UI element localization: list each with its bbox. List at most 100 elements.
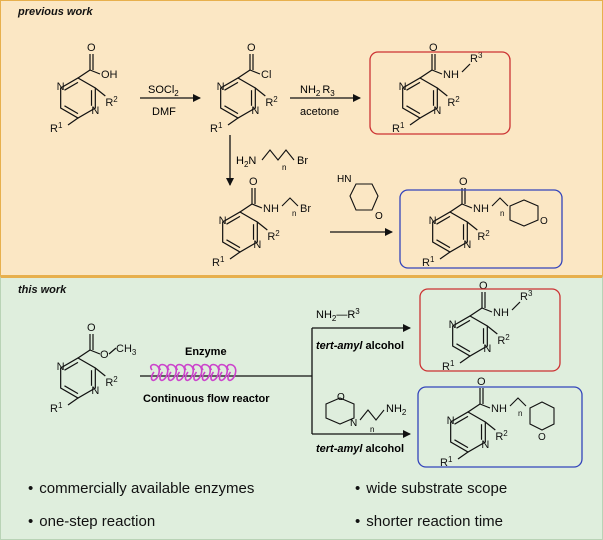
amide-cur-r2: R2 <box>497 333 510 347</box>
ester-o: O <box>100 349 109 361</box>
morph-cur-o: O <box>538 432 546 443</box>
acid-r1: R1 <box>50 121 63 135</box>
amide-prev-r2: R2 <box>447 95 460 109</box>
product-box-blue-previous <box>399 189 563 269</box>
ester-o-bond <box>89 349 101 355</box>
bromide-br: Br <box>300 203 311 215</box>
bromide-r2-bond <box>256 221 268 231</box>
chloride-double-bond <box>224 81 239 91</box>
bromide-c-bond <box>239 203 253 213</box>
morph-prev-double-bond <box>436 215 451 225</box>
morpholine-ring-amine2 <box>325 397 355 425</box>
morph-prev-o: O <box>540 216 548 227</box>
chain-index-n: n <box>282 163 286 172</box>
ester-r2-bond <box>94 367 106 377</box>
morph-prev-nh: NH <box>473 203 489 215</box>
amine2-nh2-label: NH2 <box>386 403 407 417</box>
morph-cur-r2-bond <box>484 421 496 431</box>
bromide-pyrazine-ring <box>222 211 258 253</box>
acid-oh-bond <box>89 69 101 75</box>
chloride-r2: R2 <box>265 95 278 109</box>
amide-cur-n-bond <box>481 307 493 313</box>
morph-cur-r1-bond <box>457 451 469 460</box>
morph-cur-double-bond <box>454 415 469 425</box>
bromide-n-bond <box>251 203 263 209</box>
morph-prev-chain <box>491 197 509 207</box>
ester-n-top: N <box>57 361 65 373</box>
amide-prev-n-top: N <box>399 81 407 93</box>
acid-n-bottom: N <box>91 105 99 117</box>
bromide-double-bond <box>226 239 241 249</box>
chloride-r2-bond <box>254 87 266 97</box>
bromide-nh: NH <box>263 203 279 215</box>
bromide-n-bottom: N <box>253 239 261 251</box>
amide-prev-r2-bond <box>436 87 448 97</box>
amide-cur-r1-bond <box>459 355 471 364</box>
morph-cur-r1: R1 <box>440 455 453 469</box>
bromide-chain <box>281 197 299 207</box>
reactor-label: Continuous flow reactor <box>143 393 270 405</box>
coil-loops <box>149 363 237 382</box>
amide-prev-double-bond <box>406 105 421 115</box>
flow-reactor-coil-icon <box>149 363 237 382</box>
acid-double-bond <box>64 105 79 115</box>
morph-prev-o: O <box>459 176 468 188</box>
acid-r2: R2 <box>105 95 118 109</box>
amide-prev-r1-bond <box>409 117 421 126</box>
amide-cur-r2-bond <box>486 325 498 335</box>
morpholine-ring-reagent <box>349 183 379 211</box>
morph-cur-ring <box>529 401 555 431</box>
acid-r1-bond <box>67 117 79 126</box>
morph-cur-c-bond <box>467 403 481 413</box>
amine2-n-label: N <box>350 418 357 429</box>
product-box-red-current <box>419 288 561 372</box>
solvent2-label: tert-amyl alcohol <box>316 443 404 455</box>
bromide-o: O <box>249 176 258 188</box>
morph-cur-o: O <box>477 376 486 388</box>
bullet-scope: •wide substrate scope <box>355 480 508 497</box>
amide-cur-n-bottom: N <box>483 343 491 355</box>
previous-work-title: previous work <box>18 6 93 18</box>
amide-cur-c-bond <box>469 307 483 317</box>
amine2-chain <box>359 409 385 421</box>
chloride-r1-bond <box>227 117 239 126</box>
morph-prev-index: n <box>500 209 504 218</box>
morph-cur-index: n <box>518 409 522 418</box>
bullet-enzymes: •commercially available enzymes <box>28 480 255 497</box>
ester-double-bond <box>64 385 79 395</box>
morph-cur-double-bond <box>454 439 469 449</box>
morph-cur-pyrazine-ring <box>450 411 486 453</box>
chloride-n-top: N <box>217 81 225 93</box>
reagent-dmf: DMF <box>152 106 176 118</box>
this-work-panel <box>0 276 603 540</box>
amide-cur-pyrazine-ring <box>452 315 488 357</box>
amide-prev-n-bond <box>431 69 443 75</box>
product-box-red-previous <box>369 51 511 135</box>
ester-ch3: CH3 <box>116 343 137 357</box>
morph-cur-n-bottom: N <box>481 439 489 451</box>
morph-cur-n-bond <box>479 403 491 409</box>
acid-oh: OH <box>101 69 118 81</box>
chloride-r1: R1 <box>210 121 223 135</box>
ester-r2: R2 <box>105 375 118 389</box>
ester-me-bond <box>108 347 117 355</box>
amide-prev-r3: R3 <box>470 51 483 65</box>
morph-prev-n-top: N <box>429 215 437 227</box>
amide-prev-r3-bond <box>461 63 471 73</box>
reagent-acetone: acetone <box>300 106 339 118</box>
ester-n-bottom: N <box>91 385 99 397</box>
morph-cur-chain <box>509 397 527 407</box>
chloride-cl: Cl <box>261 69 271 81</box>
chloride-cl-bond <box>249 69 261 75</box>
amide-prev-o: O <box>429 42 438 54</box>
amine2-o-label: O <box>337 392 345 403</box>
bromine-label: Br <box>297 155 308 167</box>
amide-prev-c-bond <box>419 69 433 79</box>
chloride-double-bond <box>224 105 239 115</box>
chloride-n-bottom: N <box>251 105 259 117</box>
alkyl-chain <box>261 149 295 161</box>
amide-cur-n-top: N <box>449 319 457 331</box>
